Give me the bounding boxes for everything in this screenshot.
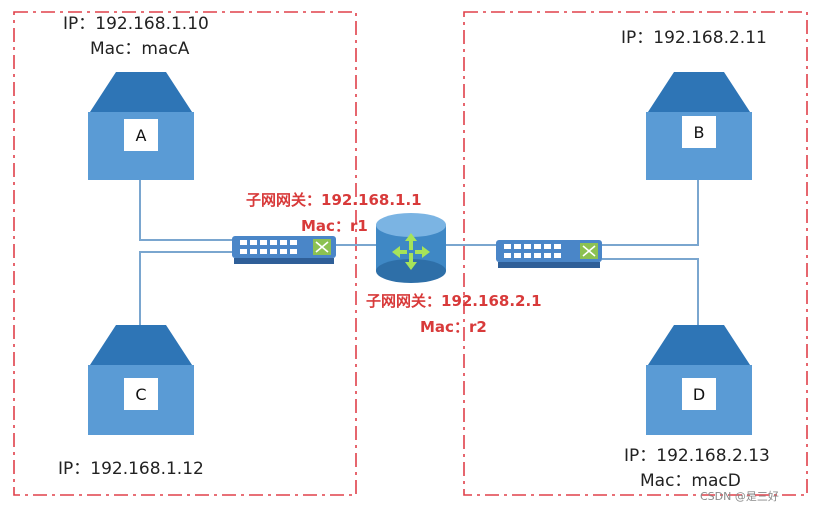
link-a-switch1 bbox=[139, 180, 232, 241]
router-mac-r1: Mac：r1 bbox=[301, 217, 368, 235]
host-b: B bbox=[646, 72, 752, 180]
router-arrows-icon bbox=[392, 233, 430, 270]
links bbox=[139, 180, 699, 325]
link-d-switch2 bbox=[602, 258, 699, 325]
host-c-ip: IP：192.168.1.12 bbox=[58, 459, 204, 479]
host-a-mac: Mac：macA bbox=[90, 39, 190, 59]
gateway2-label: 子网网关：192.168.2.1 bbox=[366, 292, 542, 310]
host-a-label: A bbox=[136, 126, 147, 145]
link-c-switch1 bbox=[139, 251, 232, 325]
watermark: CSDN @是三好 bbox=[700, 489, 779, 503]
host-d-ip: IP：192.168.2.13 bbox=[624, 446, 770, 466]
right-subnet-border bbox=[463, 11, 808, 496]
host-d-mac: Mac：macD bbox=[640, 471, 741, 491]
host-c-label: C bbox=[135, 385, 146, 404]
host-b-label: B bbox=[694, 123, 705, 142]
host-d-label: D bbox=[693, 385, 705, 404]
host-a-ip: IP：192.168.1.10 bbox=[63, 14, 209, 34]
left-subnet-border bbox=[13, 11, 357, 496]
link-b-switch2 bbox=[602, 180, 699, 246]
router bbox=[376, 213, 446, 283]
gateway1-label: 子网网关：192.168.1.1 bbox=[246, 191, 422, 209]
router-mac-r2: Mac：r2 bbox=[420, 318, 487, 336]
host-a: A bbox=[88, 72, 194, 180]
switch-right bbox=[496, 240, 602, 268]
host-b-ip: IP：192.168.2.11 bbox=[621, 28, 767, 48]
host-c: C bbox=[88, 325, 194, 435]
host-d: D bbox=[646, 325, 752, 435]
switch-left bbox=[232, 236, 336, 264]
